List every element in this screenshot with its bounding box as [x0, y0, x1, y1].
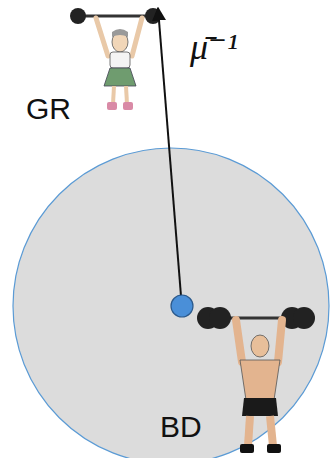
center-dot: [171, 295, 193, 317]
math-label: μ̄⁻¹: [190, 28, 238, 68]
arrow: [158, 8, 181, 296]
region-label: GR: [26, 92, 71, 125]
female-lifter: [70, 8, 161, 110]
region-label: BD: [160, 410, 202, 443]
male-lifter: [197, 307, 315, 453]
region-circle: [13, 148, 329, 458]
